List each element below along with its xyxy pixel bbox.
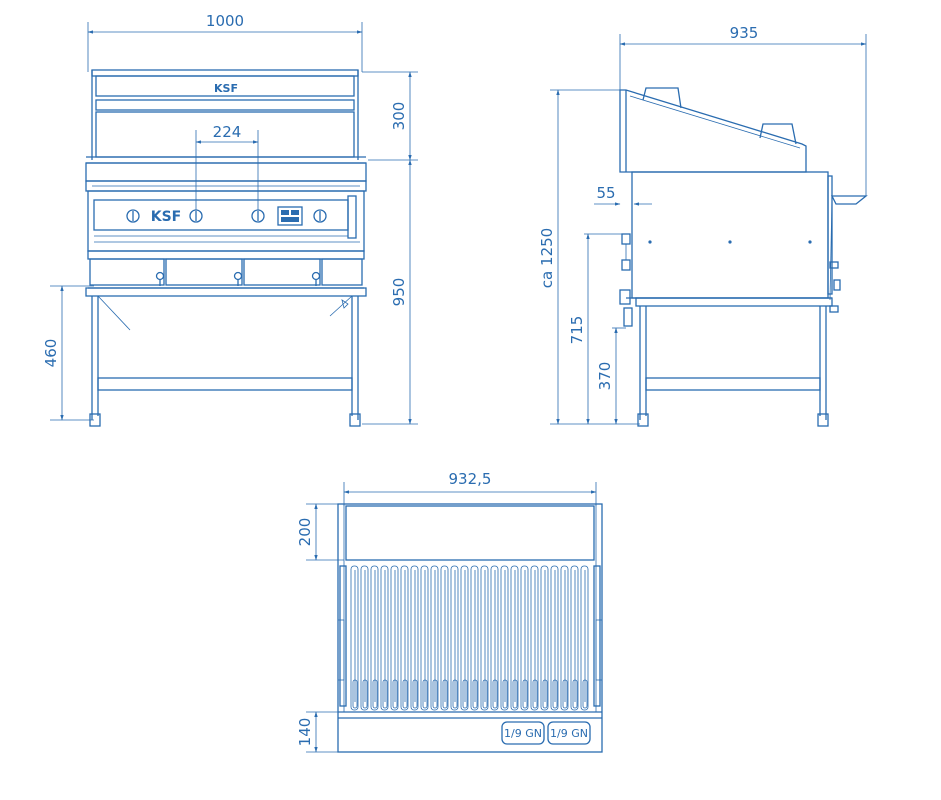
grill-bar xyxy=(400,565,409,711)
gn-label-1: 1/9 GN xyxy=(504,727,542,740)
grill-rod xyxy=(462,679,468,709)
grill-bar xyxy=(380,565,389,711)
logo-hood: KSF xyxy=(214,82,238,95)
grill-rod xyxy=(362,679,368,709)
grill-rod xyxy=(432,679,438,709)
grill-rod xyxy=(372,679,378,709)
grill-bar xyxy=(570,565,579,711)
grill-bar xyxy=(480,565,489,711)
knob-1 xyxy=(126,209,140,223)
grill-bars xyxy=(350,565,589,711)
grill-bar xyxy=(430,565,439,711)
dim-label-55: 55 xyxy=(596,184,615,202)
grill-bar xyxy=(370,565,379,711)
side-hood xyxy=(619,87,807,173)
grill-bar xyxy=(450,565,459,711)
grill-rod xyxy=(482,679,488,709)
grill-bar xyxy=(410,565,419,711)
grill-bar xyxy=(550,565,559,711)
grill-rod xyxy=(412,679,418,709)
grill-rod xyxy=(512,679,518,709)
upper-hood: KSF xyxy=(86,69,366,164)
grill-rod xyxy=(422,679,428,709)
grill-bar xyxy=(360,565,369,711)
grill-bar xyxy=(470,565,479,711)
drawers xyxy=(87,250,365,289)
gn-label-2: 1/9 GN xyxy=(550,727,588,740)
grill-rod xyxy=(472,679,478,709)
front-view: 1000 KSF 224 xyxy=(42,12,418,427)
grill-bar xyxy=(440,565,449,711)
dim-label-224: 224 xyxy=(213,123,242,141)
grill-bar xyxy=(540,565,549,711)
grill-bar xyxy=(350,565,359,711)
grill-rod xyxy=(382,679,388,709)
grill-bar xyxy=(500,565,509,711)
grill-rod xyxy=(352,679,358,709)
dim-label-950: 950 xyxy=(390,278,408,307)
dim-label-460: 460 xyxy=(42,339,60,368)
front-tray: 1/9 GN 1/9 GN xyxy=(338,711,602,745)
side-view: 935 xyxy=(538,24,868,427)
dim-offset: 55 xyxy=(594,184,652,206)
dim-knob-spacing: 224 xyxy=(195,123,259,210)
grill-rod xyxy=(522,679,528,709)
dim-label-370: 370 xyxy=(596,362,614,391)
stand-front xyxy=(85,287,367,427)
grill-rod xyxy=(502,679,508,709)
logo-panel: KSF xyxy=(151,209,182,225)
grill-rod xyxy=(392,679,398,709)
grill-rod xyxy=(582,679,588,709)
knob-2 xyxy=(189,209,203,223)
grill-rod xyxy=(542,679,548,709)
dim-right-heights: 300 950 xyxy=(362,71,418,425)
grill-bar xyxy=(520,565,529,711)
grill-bar xyxy=(460,565,469,711)
gn-container-1: 1/9 GN xyxy=(501,721,545,745)
display-unit xyxy=(277,206,303,226)
grill-bar xyxy=(560,565,569,711)
top-view: 932,5 1/9 GN 1/9 GN xyxy=(296,470,603,753)
dim-top-depths: 200 140 xyxy=(296,503,344,753)
side-guides xyxy=(337,565,603,707)
dim-width-front: 1000 xyxy=(87,12,363,72)
grill-bar xyxy=(530,565,539,711)
grill-rod xyxy=(452,679,458,709)
gn-container-2: 1/9 GN xyxy=(547,721,591,745)
grill-bar xyxy=(490,565,499,711)
grill-bar xyxy=(420,565,429,711)
dim-leg-height: 460 xyxy=(42,285,94,421)
control-knobs: KSF xyxy=(126,206,327,226)
knob-3 xyxy=(251,209,265,223)
grill-bar xyxy=(580,565,589,711)
side-body xyxy=(626,171,868,301)
dim-label-140: 140 xyxy=(296,718,314,747)
grill-rod xyxy=(402,679,408,709)
grill-bar xyxy=(390,565,399,711)
grill-rod xyxy=(552,679,558,709)
grill-bar xyxy=(510,565,519,711)
dim-label-932-5: 932,5 xyxy=(449,470,492,488)
dim-label-1000: 1000 xyxy=(206,12,244,30)
dim-label-300: 300 xyxy=(390,102,408,131)
dim-width-top: 932,5 xyxy=(343,470,597,506)
knob-4 xyxy=(313,209,327,223)
dim-label-200: 200 xyxy=(296,518,314,547)
grill-rod xyxy=(562,679,568,709)
dim-label-715: 715 xyxy=(568,316,586,345)
perforated-area xyxy=(345,505,595,561)
dim-label-935: 935 xyxy=(730,24,759,42)
dim-label-ca1250: ca 1250 xyxy=(538,228,556,288)
grill-body xyxy=(85,162,367,252)
grill-rod xyxy=(572,679,578,709)
dim-side-heights: ca 1250 715 370 xyxy=(538,89,640,425)
side-front-parts xyxy=(619,233,633,327)
dim-depth-side: 935 xyxy=(619,24,867,196)
grill-rod xyxy=(532,679,538,709)
stand-side xyxy=(635,297,839,427)
grill-rod xyxy=(442,679,448,709)
grill-rod xyxy=(492,679,498,709)
